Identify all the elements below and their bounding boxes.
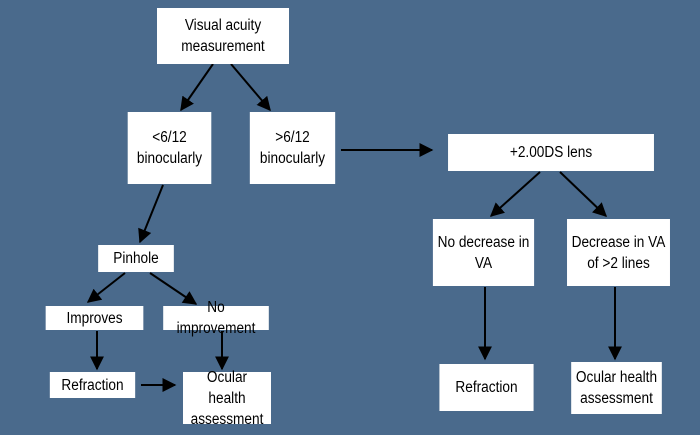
node-label: of >2 lines — [587, 254, 650, 272]
node-label: VA — [474, 254, 493, 272]
node-label: binocularly — [136, 150, 203, 167]
node-gt-6-12: >6/12 binocularly — [249, 112, 336, 184]
node-label: No improvement — [176, 299, 256, 337]
node-no-decrease: No decrease in VA — [432, 219, 535, 286]
node-label: measurement — [181, 38, 265, 55]
node-lt-6-12: <6/12 binocularly — [127, 112, 212, 184]
node-decrease: Decrease in VA of >2 lines — [567, 219, 670, 286]
node-lens: +2.00DS lens — [448, 134, 654, 171]
node-label: Decrease in VA — [571, 233, 666, 251]
arrow-pinhole-to-noimp — [149, 272, 198, 305]
node-label: +2.00DS lens — [509, 144, 593, 161]
node-refraction-right: Refraction — [439, 364, 534, 411]
node-label: Pinhole — [113, 250, 159, 267]
node-label: Refraction — [455, 379, 518, 396]
node-label: assessment — [580, 390, 653, 407]
node-label: assessment — [190, 410, 264, 428]
node-label: <6/12 — [152, 129, 187, 146]
node-ocular-right: Ocular health assessment — [571, 362, 662, 414]
node-label: >6/12 — [275, 129, 310, 146]
node-label: Improves — [66, 309, 123, 327]
node-label: Ocular health — [206, 368, 248, 407]
node-label: No decrease in — [437, 233, 530, 251]
node-improves: Improves — [45, 306, 144, 330]
node-label: Refraction — [61, 376, 124, 394]
node-label: Ocular health — [575, 369, 658, 386]
node-no-improvement: No improvement — [163, 299, 269, 337]
arrow-lt-to-pinhole — [138, 184, 164, 244]
node-visual-acuity: Visual acuity measurement — [157, 8, 289, 64]
node-ocular-left: Ocular health assessment — [183, 369, 271, 428]
arrow-lens-to-decrease — [559, 171, 608, 217]
arrow-va-to-gt — [230, 63, 271, 112]
node-pinhole: Pinhole — [98, 245, 174, 272]
node-refraction-left: Refraction — [49, 372, 136, 398]
node-label: binocularly — [259, 150, 326, 167]
node-label: Visual acuity — [184, 17, 262, 34]
arrow-pinhole-to-improves — [86, 272, 126, 303]
arrow-va-to-lt — [180, 63, 214, 112]
arrow-lens-to-nodecrease — [489, 171, 541, 217]
